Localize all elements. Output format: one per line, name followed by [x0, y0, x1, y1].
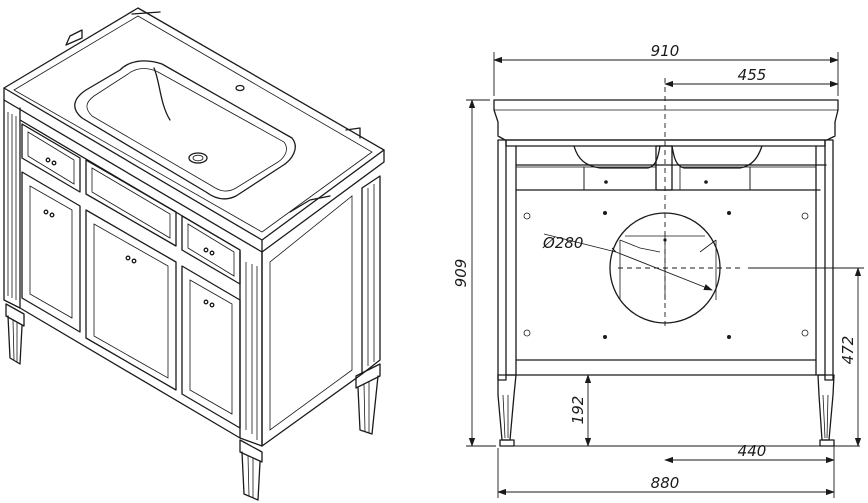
front-legs — [497, 374, 835, 447]
front-view: 910 455 909 Ø280 472 192 — [452, 42, 864, 498]
vanity-countertop — [3, 7, 385, 253]
dimension-center-offset: 440 — [514, 442, 860, 466]
dimension-label-280: 280 — [555, 234, 584, 252]
dimension-hole-diameter: Ø280 — [542, 233, 713, 291]
dimension-label-440: 440 — [738, 442, 767, 460]
vanity-legs — [5, 303, 381, 501]
vanity-cabinet — [3, 99, 381, 447]
front-frame — [497, 139, 834, 381]
dimension-label-472: 472 — [839, 336, 857, 365]
dimension-base-width: 880 — [497, 448, 835, 498]
front-back-panel — [523, 211, 809, 339]
dimension-label-909: 909 — [452, 259, 470, 288]
svg-text:Ø280: Ø280 — [542, 234, 583, 252]
dimension-leg-height: 192 — [560, 374, 600, 447]
dimension-label-455: 455 — [738, 66, 767, 84]
dimension-overall-height: 909 — [452, 99, 496, 447]
isometric-view — [3, 7, 385, 501]
diameter-symbol: Ø — [542, 234, 556, 252]
front-countertop — [493, 99, 839, 141]
dimension-overall-width: 910 — [493, 42, 839, 96]
dimension-label-192: 192 — [569, 396, 587, 425]
dimension-label-880: 880 — [651, 474, 680, 492]
dimension-half-width: 455 — [664, 66, 839, 88]
dimension-center-height: 472 — [839, 267, 862, 447]
dimension-label-910: 910 — [651, 42, 680, 60]
